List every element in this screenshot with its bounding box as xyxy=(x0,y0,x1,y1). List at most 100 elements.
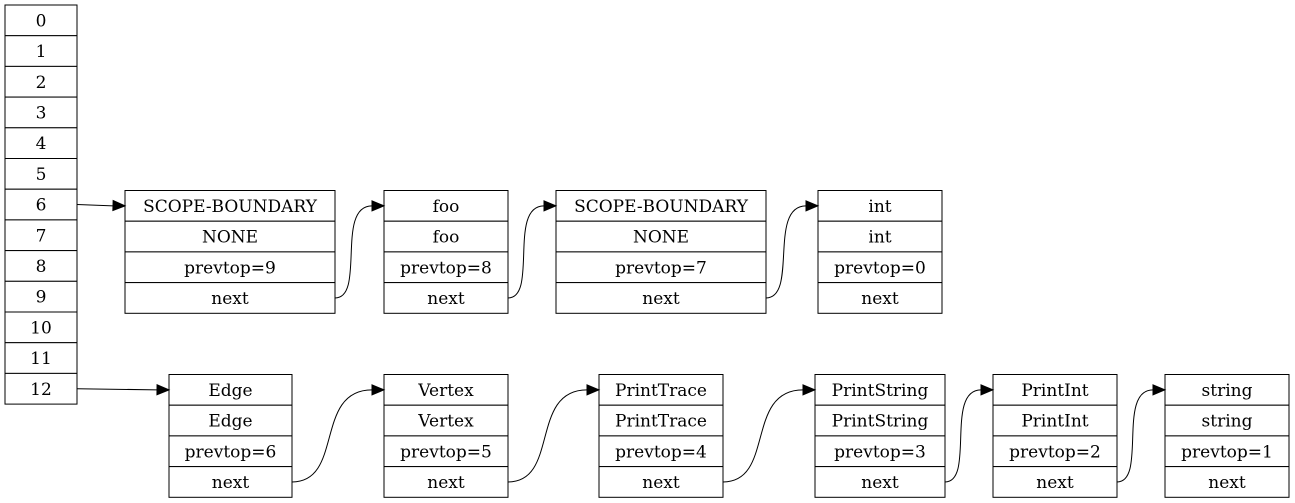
arrow-head xyxy=(805,200,820,212)
node-key: string xyxy=(1202,381,1253,401)
node-key: foo xyxy=(433,197,460,217)
arrow-head xyxy=(586,384,601,396)
hash-bucket: 8 xyxy=(4,250,78,282)
bucket-index: 11 xyxy=(30,349,52,369)
bucket-index: 5 xyxy=(36,165,47,185)
bucket-pointer xyxy=(76,204,114,207)
hash-bucket: 2 xyxy=(4,65,78,98)
node-next: next xyxy=(1208,473,1246,493)
node-next: next xyxy=(427,473,465,493)
bucket-index: 1 xyxy=(36,42,47,62)
arrow-head xyxy=(980,384,995,396)
chain-bucket-12: EdgeEdgeprevtop=6nextVertexVertexprevtop… xyxy=(168,374,1290,498)
bucket-index: 6 xyxy=(36,196,47,216)
node-key: PrintInt xyxy=(1021,381,1088,401)
node-key: int xyxy=(868,197,891,217)
node-prevtop: prevtop=6 xyxy=(185,442,277,462)
node-next: next xyxy=(1036,473,1074,493)
node-value: string xyxy=(1202,412,1253,432)
hash-bucket: 1 xyxy=(4,35,78,67)
next-pointer xyxy=(507,389,588,483)
bucket-index: 3 xyxy=(36,103,47,123)
node-prevtop: prevtop=7 xyxy=(615,258,707,278)
hash-bucket: 4 xyxy=(4,127,78,160)
node-next: next xyxy=(642,289,680,309)
hash-bucket: 7 xyxy=(4,219,78,252)
next-pointer xyxy=(944,389,982,483)
node-value: NONE xyxy=(633,228,689,248)
bucket-index: 4 xyxy=(36,134,47,154)
node-value: PrintTrace xyxy=(615,412,707,432)
arrow-head xyxy=(156,383,171,396)
node-key: SCOPE-BOUNDARY xyxy=(143,197,318,217)
symbol-node: SCOPE-BOUNDARY NONE prevtop=7 next xyxy=(555,190,767,314)
next-pointer xyxy=(765,205,807,299)
bucket-index: 0 xyxy=(36,11,47,31)
node-value: NONE xyxy=(202,228,258,248)
hash-bucket: 9 xyxy=(4,280,78,313)
node-prevtop: prevtop=3 xyxy=(834,442,926,462)
bucket-index: 7 xyxy=(36,226,47,246)
bucket-index: 8 xyxy=(36,257,47,277)
node-next: next xyxy=(642,473,680,493)
node-key: PrintString xyxy=(832,381,929,401)
bucket-index: 10 xyxy=(30,318,52,338)
hash-bucket: 6 xyxy=(4,188,78,221)
next-pointer xyxy=(507,205,545,299)
node-value: Edge xyxy=(208,412,252,432)
node-next: next xyxy=(861,289,899,309)
node-prevtop: prevtop=1 xyxy=(1181,442,1273,462)
bucket-pointer xyxy=(76,388,158,391)
hash-bucket: 3 xyxy=(4,96,78,129)
next-pointer xyxy=(334,205,373,299)
node-value: PrintInt xyxy=(1021,412,1088,432)
node-next: next xyxy=(211,289,249,309)
node-value: PrintString xyxy=(832,412,929,432)
bucket-index: 12 xyxy=(30,380,52,400)
arrow-head xyxy=(112,199,127,212)
node-prevtop: prevtop=8 xyxy=(400,258,492,278)
node-prevtop: prevtop=2 xyxy=(1009,442,1101,462)
node-prevtop: prevtop=9 xyxy=(184,258,276,278)
bucket-chains: SCOPE-BOUNDARY NONE prevtop=9 next foo foo pre… xyxy=(124,190,1290,498)
next-pointer xyxy=(291,389,373,483)
arrow-head xyxy=(543,200,558,212)
node-value: Vertex xyxy=(417,412,474,432)
hash-bucket: 10 xyxy=(4,311,78,344)
node-prevtop: prevtop=4 xyxy=(615,442,707,462)
node-key: Vertex xyxy=(417,381,474,401)
node-next: next xyxy=(212,473,250,493)
next-pointer xyxy=(722,389,804,483)
node-value: int xyxy=(868,228,891,248)
node-next: next xyxy=(861,473,899,493)
chain-bucket-6: SCOPE-BOUNDARY NONE prevtop=9 next foo foo pre… xyxy=(124,190,943,314)
hash-bucket: 0 xyxy=(4,4,78,37)
hash-bucket: 5 xyxy=(4,158,78,190)
arrow-head xyxy=(371,200,386,212)
arrow-head xyxy=(371,384,386,396)
symbol-node: foo foo prevtop=8 next xyxy=(383,190,509,314)
node-value: foo xyxy=(433,228,460,248)
symbol-node: int int prevtop=0 next xyxy=(817,190,943,314)
arrow-head xyxy=(802,384,817,396)
node-next: next xyxy=(427,289,465,309)
node-prevtop: prevtop=0 xyxy=(834,258,926,278)
bucket-index: 9 xyxy=(36,288,47,308)
node-key: SCOPE-BOUNDARY xyxy=(574,197,749,217)
node-key: PrintTrace xyxy=(615,381,707,401)
next-pointer xyxy=(1116,389,1154,483)
node-prevtop: prevtop=5 xyxy=(400,442,492,462)
hash-bucket: 12 xyxy=(4,372,78,405)
node-key: Edge xyxy=(208,381,252,401)
pointer-edges xyxy=(76,199,1167,483)
arrow-head xyxy=(1152,384,1167,396)
symbol-node: SCOPE-BOUNDARY NONE prevtop=9 next xyxy=(124,190,336,314)
hash-bucket: 11 xyxy=(4,342,78,374)
symbol-node: string string prevtop=1 next xyxy=(1164,374,1290,498)
